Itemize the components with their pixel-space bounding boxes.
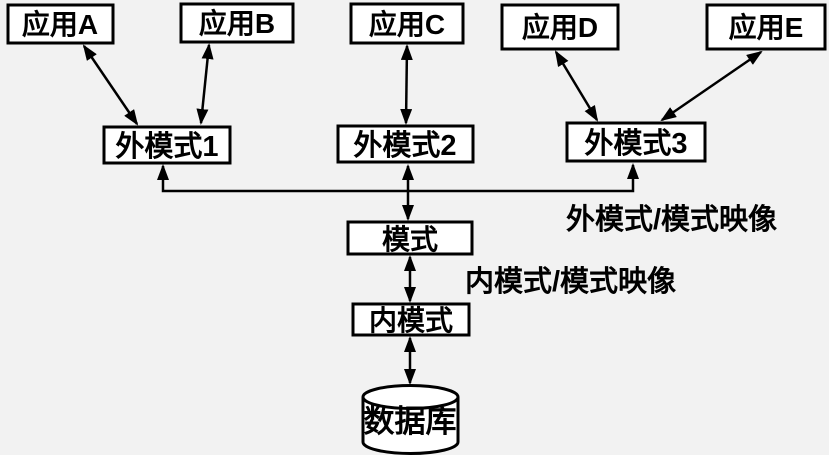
app-b-label: 应用B bbox=[199, 7, 275, 39]
ext-schema-2-box bbox=[336, 124, 475, 164]
internal-schema-mapping-label: 内模式/模式映像 bbox=[465, 265, 676, 298]
edge-external-schema-mapping-line bbox=[157, 163, 639, 193]
edge-appD-ext3 bbox=[554, 50, 599, 122]
ext-schema-2-label: 外模式2 bbox=[353, 129, 456, 162]
schema-label: 模式 bbox=[382, 224, 438, 255]
database-cylinder-top bbox=[361, 384, 460, 410]
edge-appB-ext1 bbox=[196, 43, 214, 125]
node-ext-schema-3: 外模式3 bbox=[565, 121, 707, 163]
ext-schema-1-box bbox=[102, 125, 232, 165]
node-app-a: 应用A bbox=[6, 3, 115, 45]
node-app-b: 应用B bbox=[179, 2, 295, 44]
edge-appE-ext3 bbox=[660, 50, 763, 122]
internal-schema-label: 内模式 bbox=[369, 305, 453, 336]
node-app-e: 应用E bbox=[705, 3, 827, 51]
app-c-label: 应用C bbox=[369, 8, 445, 40]
app-a-box bbox=[6, 3, 115, 45]
node-schema: 模式 bbox=[346, 220, 474, 256]
node-internal-schema: 内模式 bbox=[351, 302, 471, 337]
schema-box bbox=[346, 220, 474, 256]
app-a-label: 应用A bbox=[22, 8, 98, 40]
node-ext-schema-1: 外模式1 bbox=[102, 125, 232, 165]
app-e-label: 应用E bbox=[729, 11, 804, 43]
app-b-box bbox=[179, 2, 295, 44]
node-database: 数据库 bbox=[361, 384, 460, 455]
edge-appA-ext1 bbox=[82, 44, 139, 126]
edge-appC-ext2 bbox=[400, 44, 413, 125]
ext-schema-1-label: 外模式1 bbox=[115, 130, 218, 163]
ext-schema-3-label: 外模式3 bbox=[584, 127, 687, 160]
app-d-box bbox=[500, 3, 620, 51]
app-d-label: 应用D bbox=[522, 11, 598, 43]
database-label: 数据库 bbox=[364, 404, 457, 439]
database-cylinder-body bbox=[361, 397, 460, 455]
edges bbox=[82, 43, 763, 385]
node-app-c: 应用C bbox=[349, 2, 465, 45]
node-app-d: 应用D bbox=[500, 3, 620, 51]
app-c-box bbox=[349, 2, 465, 45]
external-schema-mapping-label: 外模式/模式映像 bbox=[566, 203, 777, 236]
app-e-box bbox=[705, 3, 827, 51]
ext-schema-3-box bbox=[565, 121, 707, 163]
internal-schema-box bbox=[351, 302, 471, 337]
node-ext-schema-2: 外模式2 bbox=[336, 124, 475, 164]
